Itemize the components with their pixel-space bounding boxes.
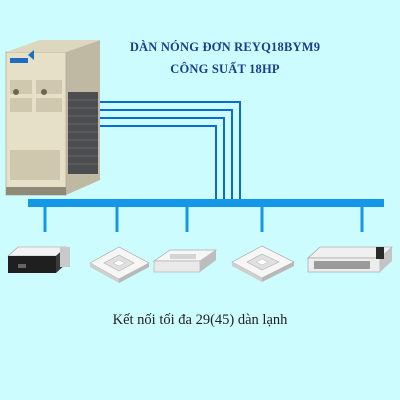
pipe-2 [100,109,233,200]
indoor-unit-cassette-2 [152,249,218,273]
daikin-logo-icon [28,50,34,60]
logo-plate [10,58,28,63]
header-pipe [28,199,384,207]
refrigerant-pipes [100,101,241,200]
indoor-unit-ducted-left [7,246,70,273]
indoor-unit-cassette-1 [89,246,150,283]
diagram-title-line-1: DÀN NÓNG ĐƠN REYQ18BYM9 [129,40,321,54]
outdoor-unit [5,40,100,196]
drop-pipes [43,207,364,232]
diagram-caption: Kết nối tối đa 29(45) dàn lạnh [112,312,288,328]
pipe-4 [100,125,217,200]
indoor-unit-cassette-3 [231,245,295,282]
pipe-3 [100,117,225,200]
pipe-1 [100,101,241,200]
indoor-unit-ducted-right [307,246,393,273]
diagram-title-line-2: CÔNG SUẤT 18HP [170,62,280,76]
